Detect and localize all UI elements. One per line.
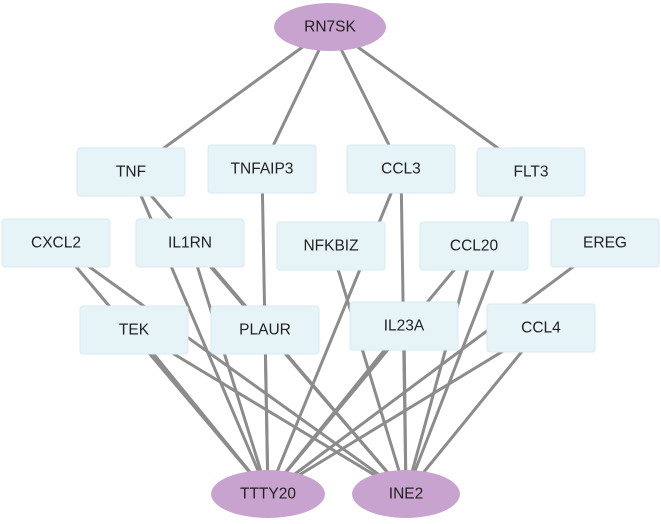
gene-node-ereg: EREG xyxy=(550,218,660,268)
edge-ine2-nfkbiz xyxy=(329,244,408,496)
gene-node-label: PLAUR xyxy=(239,322,291,339)
gene-node-tek: TEK xyxy=(79,305,189,355)
gene-node-label: CXCL2 xyxy=(31,235,81,252)
lncrna-node-ttty20: TTTY20 xyxy=(211,470,325,518)
lncrna-node-rn7sk: RN7SK xyxy=(274,3,386,51)
gene-node-ccl4: CCL4 xyxy=(486,303,596,353)
edge-ine2-plaur xyxy=(263,328,408,496)
gene-node-label: IL23A xyxy=(384,318,425,335)
gene-node-box xyxy=(210,305,320,355)
gene-node-cxcl2: CXCL2 xyxy=(1,218,111,268)
edge-ttty20-ereg xyxy=(266,241,607,496)
gene-node-label: EREG xyxy=(583,235,627,252)
gene-node-tnfaip3: TNFAIP3 xyxy=(207,144,317,194)
lncrna-node-label: INE2 xyxy=(389,486,423,503)
gene-node-box xyxy=(419,221,529,271)
gene-node-box xyxy=(486,303,596,353)
gene-node-box xyxy=(550,218,660,268)
edge-ine2-il23a xyxy=(402,324,408,496)
edge-ine2-ccl20 xyxy=(404,244,476,496)
gene-node-label: FLT3 xyxy=(513,164,548,181)
gene-node-box xyxy=(349,301,459,351)
edge-ttty20-tek xyxy=(132,328,270,496)
gene-node-box xyxy=(207,144,317,194)
edge-ine2-cxcl2 xyxy=(54,241,408,496)
edge-layer xyxy=(54,25,607,496)
lncrna-node-oval xyxy=(274,3,386,51)
lncrna-node-label: TTTY20 xyxy=(240,486,296,503)
lncrna-node-oval xyxy=(211,470,325,518)
gene-node-box xyxy=(79,305,189,355)
gene-node-box xyxy=(1,218,111,268)
lncrna-node-label: RN7SK xyxy=(304,19,356,36)
gene-node-il1rn: IL1RN xyxy=(135,218,245,268)
gene-node-label: IL1RN xyxy=(168,235,212,252)
gene-node-label: CCL4 xyxy=(521,320,561,337)
edge-ine2-tek xyxy=(132,328,408,496)
gene-node-il23a: IL23A xyxy=(349,301,459,351)
gene-node-label: TNFAIP3 xyxy=(231,161,294,178)
gene-node-label: TEK xyxy=(119,322,150,339)
edge-ttty20-plaur xyxy=(263,328,270,496)
gene-node-label: CCL3 xyxy=(381,161,421,178)
gene-node-box xyxy=(346,144,456,194)
gene-node-box xyxy=(476,147,586,197)
gene-node-ccl3: CCL3 xyxy=(346,144,456,194)
gene-node-plaur: PLAUR xyxy=(210,305,320,355)
gene-node-box xyxy=(135,218,245,268)
gene-node-tnf: TNF xyxy=(76,147,186,197)
gene-node-box xyxy=(76,147,186,197)
gene-node-box xyxy=(276,221,386,271)
gene-node-flt3: FLT3 xyxy=(476,147,586,197)
gene-node-label: NFKBIZ xyxy=(303,238,358,255)
lncrna-node-oval xyxy=(352,470,460,518)
gene-node-label: TNF xyxy=(116,164,146,181)
gene-node-nfkbiz: NFKBIZ xyxy=(276,221,386,271)
gene-node-label: CCL20 xyxy=(450,238,499,255)
gene-node-ccl20: CCL20 xyxy=(419,221,529,271)
edge-ine2-ccl4 xyxy=(404,326,543,496)
lncrna-node-ine2: INE2 xyxy=(352,470,460,518)
